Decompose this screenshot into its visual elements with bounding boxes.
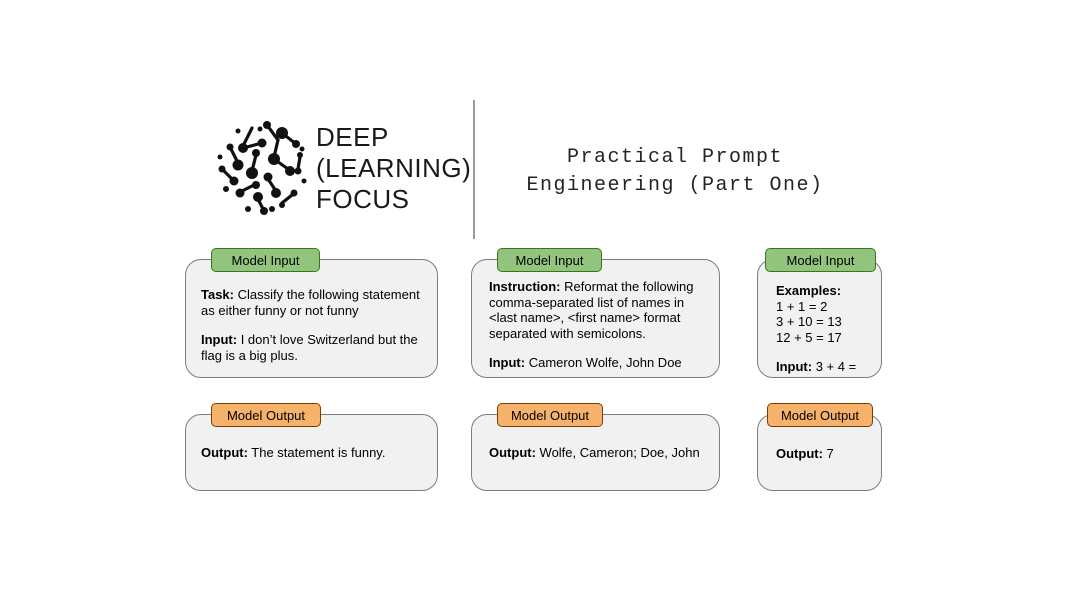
- output-line: Output: 7: [776, 446, 873, 462]
- card-body: Output: Wolfe, Cameron; Doe, John: [472, 415, 719, 461]
- instruction-label: Instruction:: [489, 279, 561, 294]
- task-text: Classify the following statement as eith…: [201, 287, 420, 318]
- card-reformat-input: Model Input Instruction: Reformat the fo…: [471, 248, 720, 378]
- input-label: Input:: [201, 332, 238, 347]
- examples-label: Examples:: [776, 283, 842, 298]
- input-text: I don’t love Switzerland but the flag is…: [201, 332, 418, 363]
- header-divider: [473, 100, 475, 239]
- task-label: Task:: [201, 287, 234, 302]
- task-line: Task: Classify the following statement a…: [201, 287, 425, 318]
- logo-wordmark: DEEP (LEARNING) FOCUS: [316, 122, 471, 215]
- card-fewshot-input: Model Input Examples: 1 + 1 = 2 3 + 10 =…: [757, 248, 882, 378]
- model-input-badge: Model Input: [765, 248, 876, 272]
- instruction-line: Instruction: Reformat the following comm…: [489, 279, 707, 341]
- card-classification-output: Model Output Output: The statement is fu…: [185, 403, 438, 491]
- examples-label-line: Examples:: [776, 283, 873, 299]
- input-line: Input: 3 + 4 =: [776, 359, 873, 375]
- input-text: 3 + 4 =: [812, 359, 857, 374]
- output-line: Output: Wolfe, Cameron; Doe, John: [489, 445, 707, 461]
- model-input-badge: Model Input: [211, 248, 320, 272]
- card-body: Instruction: Reformat the following comm…: [472, 260, 719, 371]
- model-output-badge: Model Output: [497, 403, 603, 427]
- logo-line-3: FOCUS: [316, 184, 410, 214]
- card-body: Examples: 1 + 1 = 2 3 + 10 = 13 12 + 5 =…: [758, 260, 881, 375]
- input-label: Input:: [489, 355, 526, 370]
- example-line: 3 + 10 = 13: [776, 314, 842, 329]
- title-line-1: Practical Prompt: [566, 146, 784, 169]
- card-body: Output: The statement is funny.: [186, 415, 437, 461]
- instruction-text: Reformat the following comma-separated l…: [489, 279, 694, 341]
- card-body: Output: 7: [758, 415, 881, 462]
- output-text: The statement is funny.: [247, 445, 386, 460]
- logo-line-2: (LEARNING): [316, 153, 472, 183]
- output-line: Output: The statement is funny.: [201, 445, 425, 461]
- deep-learning-focus-logo-icon: [217, 121, 307, 215]
- card-fewshot-output: Model Output Output: 7: [757, 403, 882, 491]
- logo-line-1: DEEP: [316, 122, 389, 152]
- output-label: Output:: [201, 445, 248, 460]
- title-line-2: Engineering (Part One): [526, 174, 824, 197]
- output-label: Output:: [776, 446, 823, 461]
- example-line: 12 + 5 = 17: [776, 329, 842, 345]
- card-reformat-output: Model Output Output: Wolfe, Cameron; Doe…: [471, 403, 720, 491]
- example-line: 1 + 1 = 2: [776, 298, 828, 314]
- page-title: Practical Prompt Engineering (Part One): [478, 144, 872, 200]
- output-text: Wolfe, Cameron; Doe, John: [535, 445, 700, 460]
- card-classification-input: Model Input Task: Classify the following…: [185, 248, 438, 378]
- card-body: Task: Classify the following statement a…: [186, 260, 437, 363]
- model-output-badge: Model Output: [211, 403, 321, 427]
- input-text: Cameron Wolfe, John Doe: [525, 355, 682, 370]
- output-label: Output:: [489, 445, 536, 460]
- input-label: Input:: [776, 359, 813, 374]
- model-input-badge: Model Input: [497, 248, 602, 272]
- output-text: 7: [822, 446, 834, 461]
- input-line: Input: I don’t love Switzerland but the …: [201, 332, 425, 363]
- model-output-badge: Model Output: [767, 403, 873, 427]
- input-line: Input: Cameron Wolfe, John Doe: [489, 355, 707, 371]
